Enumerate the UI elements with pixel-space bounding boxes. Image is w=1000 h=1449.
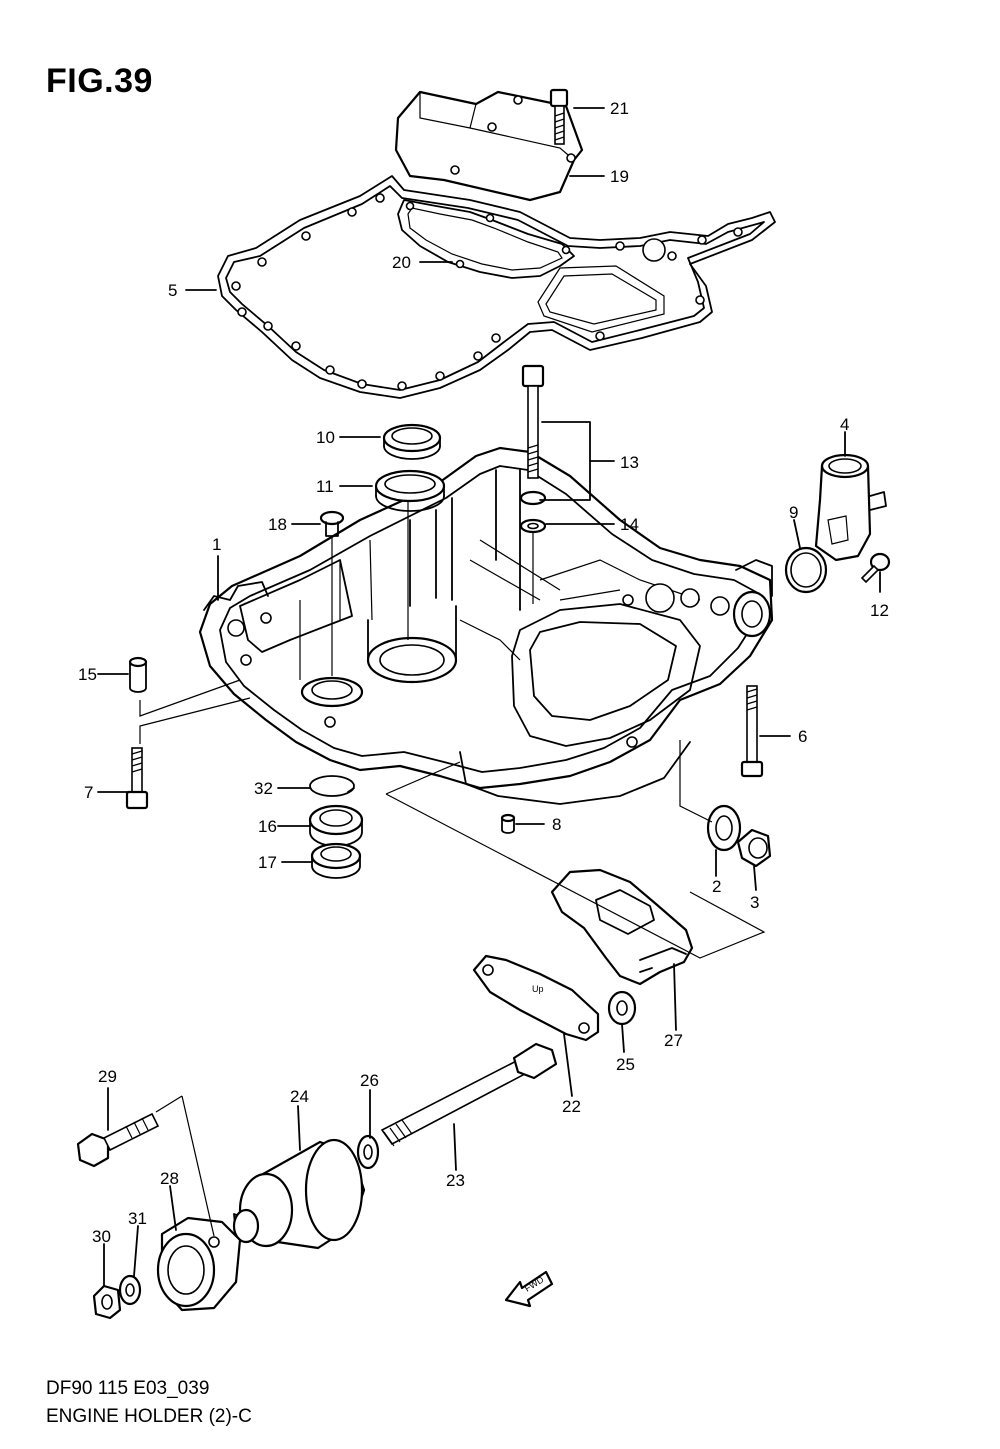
callout-6: 6 xyxy=(798,727,807,746)
part-21-bolt xyxy=(549,88,569,145)
callout-29: 29 xyxy=(98,1067,117,1086)
callout-21: 21 xyxy=(610,99,629,118)
part-5-gasket xyxy=(217,175,776,399)
callout-3: 3 xyxy=(750,893,759,912)
callout-18: 18 xyxy=(268,515,287,534)
part-16-bearing xyxy=(308,804,364,847)
callout-4: 4 xyxy=(840,415,849,434)
fwd-arrow-icon: FWD xyxy=(504,1270,554,1308)
callout-5: 5 xyxy=(168,281,177,300)
callout-1: 1 xyxy=(212,535,221,554)
gasket-up-mark: Up xyxy=(532,984,544,994)
part-4-fitting xyxy=(814,453,887,562)
callout-7: 7 xyxy=(84,783,93,802)
callout-26: 26 xyxy=(360,1071,379,1090)
part-8-dowel xyxy=(500,813,516,834)
part-25-nut xyxy=(607,990,637,1026)
part-26-washer xyxy=(356,1134,380,1170)
part-17-oil-seal xyxy=(310,842,362,879)
callout-32: 32 xyxy=(254,779,273,798)
part-12-bolt xyxy=(860,552,891,584)
part-11-oil-seal xyxy=(374,469,446,512)
part-15-dowel xyxy=(128,656,148,693)
part-28-holder xyxy=(156,1216,242,1312)
part-10-oil-seal xyxy=(382,423,442,460)
part-22-gasket-plate: Up xyxy=(472,954,600,1042)
part-19-cover xyxy=(394,90,584,202)
part-32-snap-ring xyxy=(309,775,355,797)
part-31-washer xyxy=(118,1274,142,1306)
callout-labels: 21 19 20 5 10 11 13 14 18 1 4 9 12 6 15 … xyxy=(78,99,889,1246)
callout-8: 8 xyxy=(552,815,561,834)
callout-23: 23 xyxy=(446,1171,465,1190)
part-30-nut xyxy=(92,1284,122,1320)
callout-9: 9 xyxy=(789,503,798,522)
callout-24: 24 xyxy=(290,1087,309,1106)
callout-15: 15 xyxy=(78,665,97,684)
callout-30: 30 xyxy=(92,1227,111,1246)
part-1-engine-holder xyxy=(198,446,774,805)
callout-27: 27 xyxy=(664,1031,683,1050)
part-3-plug xyxy=(736,828,772,868)
part-13-bolt xyxy=(519,364,547,506)
figure-name: ENGINE HOLDER (2)-C xyxy=(46,1406,252,1427)
callout-10: 10 xyxy=(316,428,335,447)
part-6-bolt xyxy=(740,685,764,778)
part-9-o-ring xyxy=(784,546,828,594)
part-2-washer xyxy=(706,804,742,852)
callout-16: 16 xyxy=(258,817,277,836)
callout-20: 20 xyxy=(392,253,411,272)
part-24-mount xyxy=(232,1138,366,1250)
part-20-gasket xyxy=(397,199,575,279)
callout-19: 19 xyxy=(610,167,629,186)
part-7-bolt xyxy=(125,747,149,810)
part-14-washer xyxy=(519,518,547,534)
callout-22: 22 xyxy=(562,1097,581,1116)
callout-31: 31 xyxy=(128,1209,147,1228)
callout-13: 13 xyxy=(620,453,639,472)
leader-lines xyxy=(97,107,881,1287)
callout-12: 12 xyxy=(870,601,889,620)
figure-title: FIG.39 xyxy=(46,62,153,100)
callout-11: 11 xyxy=(316,477,334,496)
part-29-bolt xyxy=(76,1112,160,1168)
callout-28: 28 xyxy=(160,1169,179,1188)
part-23-stud xyxy=(380,1042,558,1147)
callout-17: 17 xyxy=(258,853,277,872)
callout-25: 25 xyxy=(616,1055,635,1074)
figure-code: DF90 115 E03_039 xyxy=(46,1378,210,1399)
part-27-bracket xyxy=(550,868,694,986)
callout-2: 2 xyxy=(712,877,721,896)
callout-14: 14 xyxy=(620,515,639,534)
